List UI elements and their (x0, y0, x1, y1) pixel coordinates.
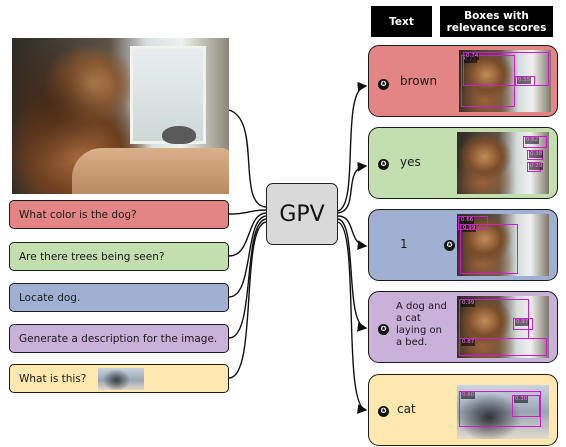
answer-text: cat (397, 402, 416, 416)
answer-text: 1 (400, 237, 408, 251)
cat (162, 126, 196, 144)
question-trees: Are there trees being seen? (9, 242, 229, 271)
star-icon: ✪ (378, 406, 389, 417)
output-panel-caption: ✪ A dog and a cat laying on a bed. 0.99 … (368, 291, 558, 363)
result-image: 0.60 0.30 (457, 385, 549, 439)
text-header: Text (371, 6, 432, 37)
result-image: 0.62 0.38 0.29 (457, 132, 549, 194)
box: 0.60 (459, 391, 541, 427)
question-locate: Locate dog. (9, 283, 229, 312)
question-label: Generate a description for the image. (19, 332, 218, 345)
box: 0.97 (513, 318, 533, 330)
box: 0.66 (458, 216, 488, 230)
box: 0.38 (527, 150, 544, 160)
box: 0.62 (523, 136, 547, 148)
input-image (12, 38, 229, 194)
image-to-gpv-line (228, 109, 267, 208)
answer-text: brown (400, 74, 438, 88)
bed (72, 148, 229, 194)
box: 0.30 (512, 395, 540, 417)
answer-text: yes (400, 155, 421, 169)
answer-text: A dog and a cat laying on a bed. (396, 301, 447, 348)
question-label: What color is the dog? (19, 208, 137, 221)
star-icon: ✪ (444, 240, 455, 251)
gpv-model-box: GPV (266, 183, 338, 245)
question-caption: Generate a description for the image. (9, 324, 229, 353)
box: 0.87 (459, 338, 547, 356)
question-classify: What is this? (9, 364, 229, 393)
boxes-header: Boxes with relevance scores (440, 6, 553, 37)
output-panel-trees: ✪ yes 0.62 0.38 0.29 (368, 127, 558, 199)
output-panel-color: ✪ brown 0.25 0.74 0.55 (368, 45, 558, 117)
box: 0.74 (463, 52, 549, 86)
question-color: What color is the dog? (9, 200, 229, 229)
question-label: Locate dog. (19, 291, 81, 304)
star-icon: ✪ (378, 324, 389, 335)
box: 0.29 (527, 162, 544, 172)
output-panel-classify: ✪ cat 0.60 0.30 (368, 374, 558, 446)
box: 0.99 (460, 224, 518, 274)
question-label: Are there trees being seen? (19, 250, 165, 263)
result-image: 0.99 0.66 (457, 214, 549, 276)
result-image: 0.99 0.97 0.87 (457, 296, 549, 358)
question-label: What is this? (19, 372, 87, 385)
window (130, 46, 206, 144)
box: 0.55 (515, 76, 535, 86)
query-thumbnail (98, 367, 145, 390)
output-panel-locate: 1 ✪ 0.99 0.66 (368, 209, 558, 281)
star-icon: ✪ (378, 79, 389, 90)
result-image: 0.25 0.74 0.55 (459, 50, 551, 112)
star-icon: ✪ (378, 159, 389, 170)
